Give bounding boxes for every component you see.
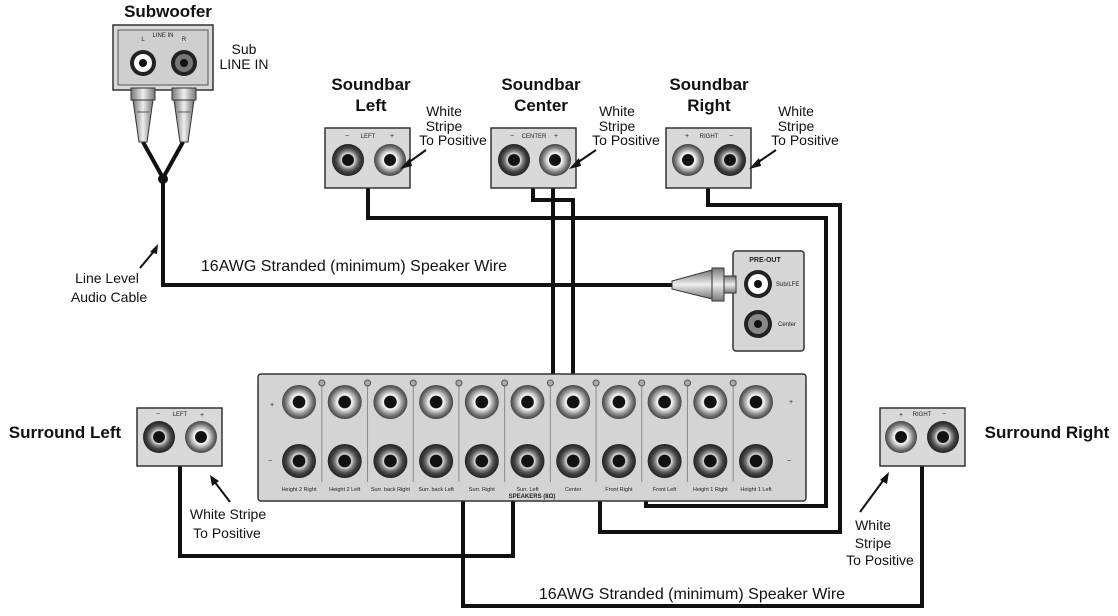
svg-text:+: + <box>390 133 394 140</box>
amp-channel-height-1-right: Height 1 Right <box>683 379 728 493</box>
amp-channel-height-2-left: Height 2 Left <box>318 379 362 493</box>
amp-channel-center: Center <box>546 379 591 493</box>
svg-text:CENTER: CENTER <box>522 134 547 140</box>
svg-text:To Positive: To Positive <box>846 552 914 568</box>
sub-lfe-label: Sub/LFE <box>776 282 799 288</box>
subwoofer-line-in-panel: LINE IN L R <box>112 24 214 91</box>
sub-r-label: R <box>182 37 187 43</box>
amp-channel-front-right: Front Right <box>592 379 636 493</box>
svg-text:+: + <box>685 133 689 140</box>
svg-text:White: White <box>599 103 635 119</box>
svg-text:−: − <box>345 133 349 140</box>
amp-channel-surr-left: Surr. Left <box>501 379 545 493</box>
soundbar-right-terminal: + RIGHT − <box>665 127 752 189</box>
soundbar-center-title-2: Center <box>514 96 568 115</box>
soundbar-left-title-1: Soundbar <box>331 75 411 94</box>
line-level-label-2: Audio Cable <box>71 289 147 305</box>
sub-l-label: L <box>141 37 145 43</box>
svg-text:To Positive: To Positive <box>419 132 487 148</box>
pre-out-label: PRE-OUT <box>749 257 781 264</box>
amp-channel-height-2-right: Height 2 Right <box>282 385 317 493</box>
sub-line-in-label-2: LINE IN <box>219 56 268 72</box>
soundbar-right-title-1: Soundbar <box>669 75 749 94</box>
amp-channel-label: Height 1 Left <box>740 487 772 493</box>
arrow-icon <box>859 477 886 513</box>
wire-label-top: 16AWG Stranded (minimum) Speaker Wire <box>201 258 507 275</box>
arrow-icon <box>213 480 231 503</box>
soundbar-left-terminal: − LEFT + <box>324 127 411 189</box>
amp-channel-label: Center <box>565 487 582 493</box>
subwoofer-title: Subwoofer <box>124 2 212 21</box>
svg-text:To Positive: To Positive <box>771 132 839 148</box>
svg-text:+: + <box>270 402 274 409</box>
svg-text:RIGHT: RIGHT <box>913 412 932 418</box>
center-out-label: Center <box>778 322 796 328</box>
speakers-label: SPEAKERS (8Ω) <box>509 494 556 500</box>
amp-channel-height-1-left: Height 1 Left <box>729 379 773 493</box>
amp-channel-label: Surr. Right <box>469 487 495 493</box>
soundbar-right-title-2: Right <box>687 96 731 115</box>
svg-text:+: + <box>789 399 793 406</box>
svg-text:LEFT: LEFT <box>173 412 188 418</box>
svg-text:RIGHT: RIGHT <box>700 134 719 140</box>
svg-text:+: + <box>899 412 903 419</box>
svg-text:LEFT: LEFT <box>361 134 376 140</box>
svg-text:White: White <box>778 103 814 119</box>
amp-channel-label: Surr. Left <box>516 487 539 493</box>
svg-text:White: White <box>426 103 462 119</box>
soundbar-left-title-2: Left <box>355 96 387 115</box>
svg-text:Stripe: Stripe <box>426 118 463 134</box>
white-stripe-label: White Stripe <box>190 506 266 522</box>
arrow-icon <box>139 249 156 269</box>
amp-channel-label: Front Left <box>653 487 677 493</box>
line-level-label-1: Line Level <box>75 270 139 286</box>
line-in-panel-label: LINE IN <box>152 33 173 39</box>
svg-text:−: − <box>729 133 733 140</box>
amp-channel-surr-back-right: Surr. back Right <box>364 379 411 493</box>
amp-channel-label: Surr. back Right <box>371 487 411 493</box>
amp-channel-front-left: Front Left <box>638 379 682 493</box>
surround-right-terminal: + RIGHT − <box>879 407 966 467</box>
surround-left-title: Surround Left <box>9 423 122 442</box>
soundbar-center-terminal: − CENTER + <box>490 127 577 189</box>
svg-text:Stripe: Stripe <box>599 118 636 134</box>
amp-channel-surr-right: Surr. Right <box>455 379 499 493</box>
svg-text:+: + <box>554 133 558 140</box>
svg-text:Stripe: Stripe <box>778 118 815 134</box>
wire-label-bottom: 16AWG Stranded (minimum) Speaker Wire <box>539 586 845 603</box>
svg-text:−: − <box>268 458 272 465</box>
pre-out-panel: PRE-OUT Sub/LFE Center <box>732 250 805 352</box>
amp-channel-label: Front Right <box>605 487 633 493</box>
svg-text:−: − <box>156 411 160 418</box>
surround-left-terminal: − LEFT + <box>136 407 223 467</box>
subwoofer-rca-plugs-icon <box>130 87 197 143</box>
amp-channel-label: Height 1 Right <box>693 487 728 493</box>
svg-text:−: − <box>942 411 946 418</box>
amp-channel-label: Height 2 Left <box>329 487 361 493</box>
svg-text:To Positive: To Positive <box>592 132 660 148</box>
pre-out-rca-plug-icon <box>671 267 737 302</box>
amp-channel-label: Height 2 Right <box>282 487 317 493</box>
to-positive-label: To Positive <box>193 525 261 541</box>
sub-line-in-label-1: Sub <box>232 41 257 57</box>
amp-channel-label: Surr. back Left <box>418 487 454 493</box>
soundbar-center-title-1: Soundbar <box>501 75 581 94</box>
svg-text:Stripe: Stripe <box>855 535 892 551</box>
amp-channel-surr-back-left: Surr. back Left <box>409 379 454 493</box>
svg-text:+: + <box>200 412 204 419</box>
surround-right-title: Surround Right <box>985 423 1110 442</box>
svg-text:−: − <box>510 133 514 140</box>
receiver-speaker-terminals: + − + − SPEAKERS (8Ω) Height 2 Right Heig… <box>257 373 807 502</box>
svg-text:−: − <box>787 458 791 465</box>
svg-text:White: White <box>855 517 891 533</box>
